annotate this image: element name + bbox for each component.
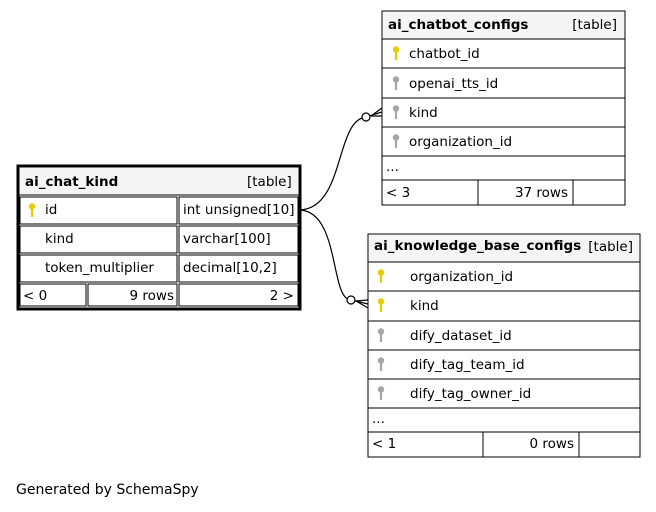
table-header bbox=[369, 235, 639, 262]
column-name[interactable]: token_multiplier bbox=[45, 260, 154, 276]
edge-zero-marker bbox=[361, 112, 371, 122]
table-ai-chatbot-configs[interactable]: ai_chatbot_configs [table] chatbot_id op… bbox=[381, 10, 626, 206]
table-type-label: [table] bbox=[247, 174, 292, 190]
children-count[interactable]: 2 > bbox=[270, 288, 294, 304]
table-name: ai_chat_kind bbox=[25, 174, 118, 190]
column-name[interactable]: id bbox=[45, 202, 57, 218]
column-name[interactable]: dify_dataset_id bbox=[410, 328, 512, 344]
row-count: 0 rows bbox=[530, 436, 574, 452]
parents-count[interactable]: < 1 bbox=[372, 436, 396, 452]
table-header bbox=[20, 168, 298, 195]
table-ai-chat-kind[interactable]: ai_chat_kind [table] id int unsigned[10]… bbox=[16, 164, 302, 311]
column-name[interactable]: dify_tag_team_id bbox=[410, 357, 525, 373]
table-type-label: [table] bbox=[572, 17, 617, 33]
relationship-edges bbox=[299, 107, 383, 309]
column-name[interactable]: kind bbox=[45, 231, 74, 247]
column-type: decimal[10,2] bbox=[183, 260, 277, 276]
more-columns[interactable]: ... bbox=[386, 159, 399, 175]
row-count: 37 rows bbox=[515, 185, 568, 201]
edge-zero-marker bbox=[346, 295, 356, 305]
table-header bbox=[383, 12, 624, 39]
parents-count[interactable]: < 3 bbox=[386, 185, 410, 201]
column-name[interactable]: dify_tag_owner_id bbox=[410, 386, 531, 402]
column-type: varchar[100] bbox=[183, 231, 271, 247]
row-count: 9 rows bbox=[130, 288, 174, 304]
edge-crowfoot-marker bbox=[355, 299, 369, 309]
column-name[interactable]: kind bbox=[409, 105, 438, 121]
column-name[interactable]: openai_tts_id bbox=[409, 76, 498, 92]
table-type-label: [table] bbox=[588, 239, 633, 255]
column-name[interactable]: chatbot_id bbox=[409, 46, 480, 62]
edge-chat-kind-to-knowledge-base-configs[interactable] bbox=[299, 209, 369, 305]
edge-crowfoot-marker bbox=[370, 107, 383, 117]
generated-by-footer: Generated by SchemaSpy bbox=[16, 482, 199, 498]
more-columns[interactable]: ... bbox=[372, 411, 385, 427]
parents-count[interactable]: < 0 bbox=[23, 288, 47, 304]
column-name[interactable]: kind bbox=[410, 298, 439, 314]
table-ai-knowledge-base-configs[interactable]: ai_knowledge_base_configs [table] organi… bbox=[367, 233, 641, 458]
edge-chat-kind-to-chatbot-configs[interactable] bbox=[299, 111, 383, 211]
column-name[interactable]: organization_id bbox=[410, 269, 513, 285]
table-name: ai_knowledge_base_configs bbox=[374, 238, 581, 254]
column-type: int unsigned[10] bbox=[183, 202, 295, 218]
column-name[interactable]: organization_id bbox=[409, 134, 512, 150]
table-name: ai_chatbot_configs bbox=[388, 17, 528, 33]
